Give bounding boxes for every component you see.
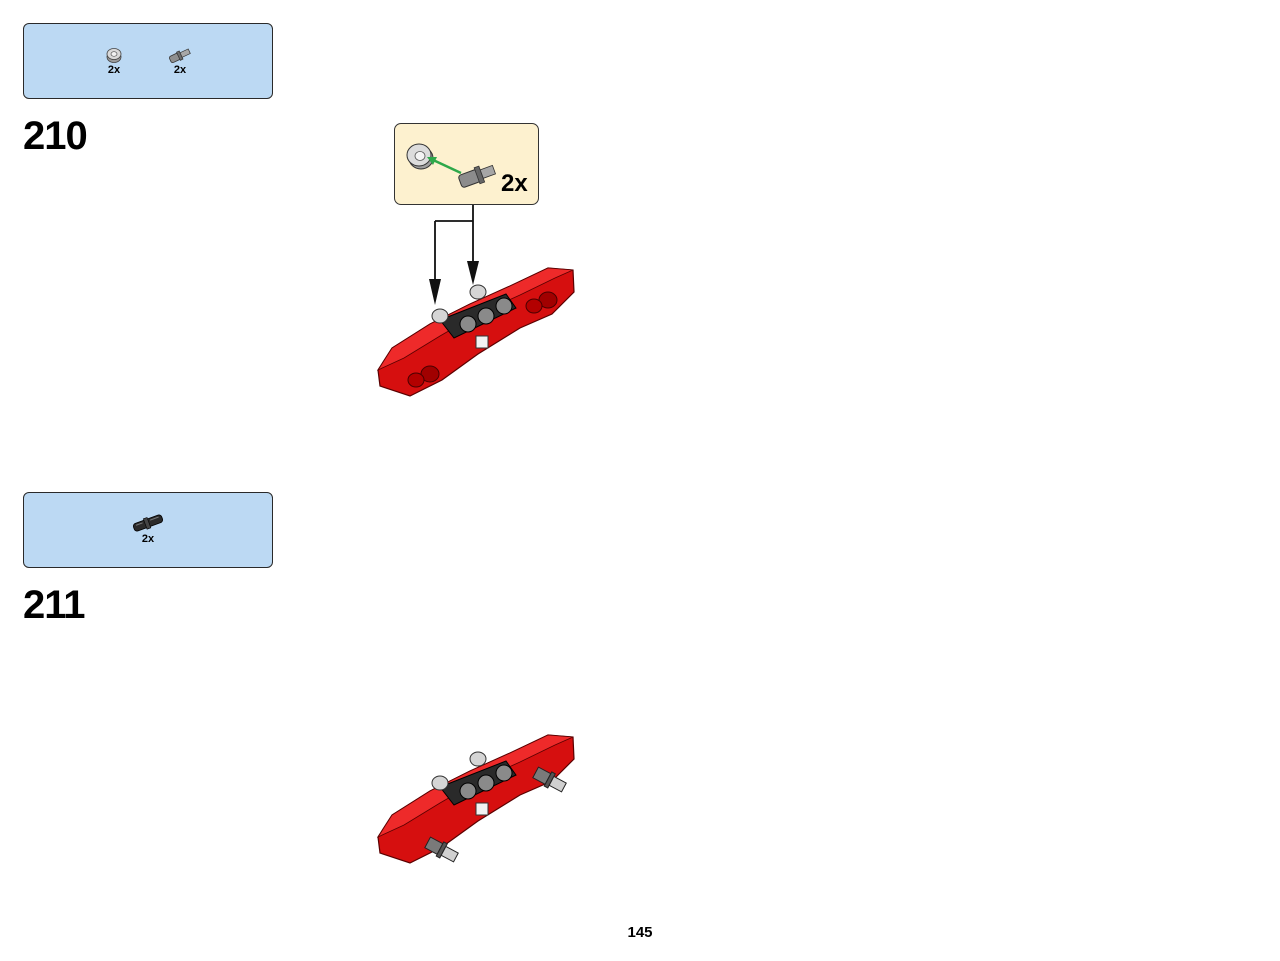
page-number: 145 (627, 924, 653, 941)
pin-icon (132, 514, 164, 532)
step-number: 211 (23, 583, 86, 627)
part-quantity: 2x (173, 64, 187, 76)
assembly-pin-into-bush-icon (406, 143, 497, 188)
step-number: 210 (23, 114, 88, 158)
callout-quantity: 2x (501, 170, 528, 197)
part-axle-pin: 2x (166, 46, 194, 76)
part-pin: 2x (130, 513, 166, 545)
parts-list-step-210: 2x 2x (23, 23, 273, 99)
placement-arrows (429, 205, 479, 305)
axle-pin-icon (169, 48, 191, 64)
model-step-211 (376, 734, 575, 864)
bush-icon (106, 48, 122, 63)
model-step-210 (376, 267, 575, 397)
parts-list-step-211: 2x (23, 492, 273, 568)
part-quantity: 2x (107, 64, 121, 76)
part-quantity: 2x (141, 533, 155, 545)
sub-assembly-callout: 2x (394, 123, 539, 205)
part-bush: 2x (104, 46, 124, 76)
